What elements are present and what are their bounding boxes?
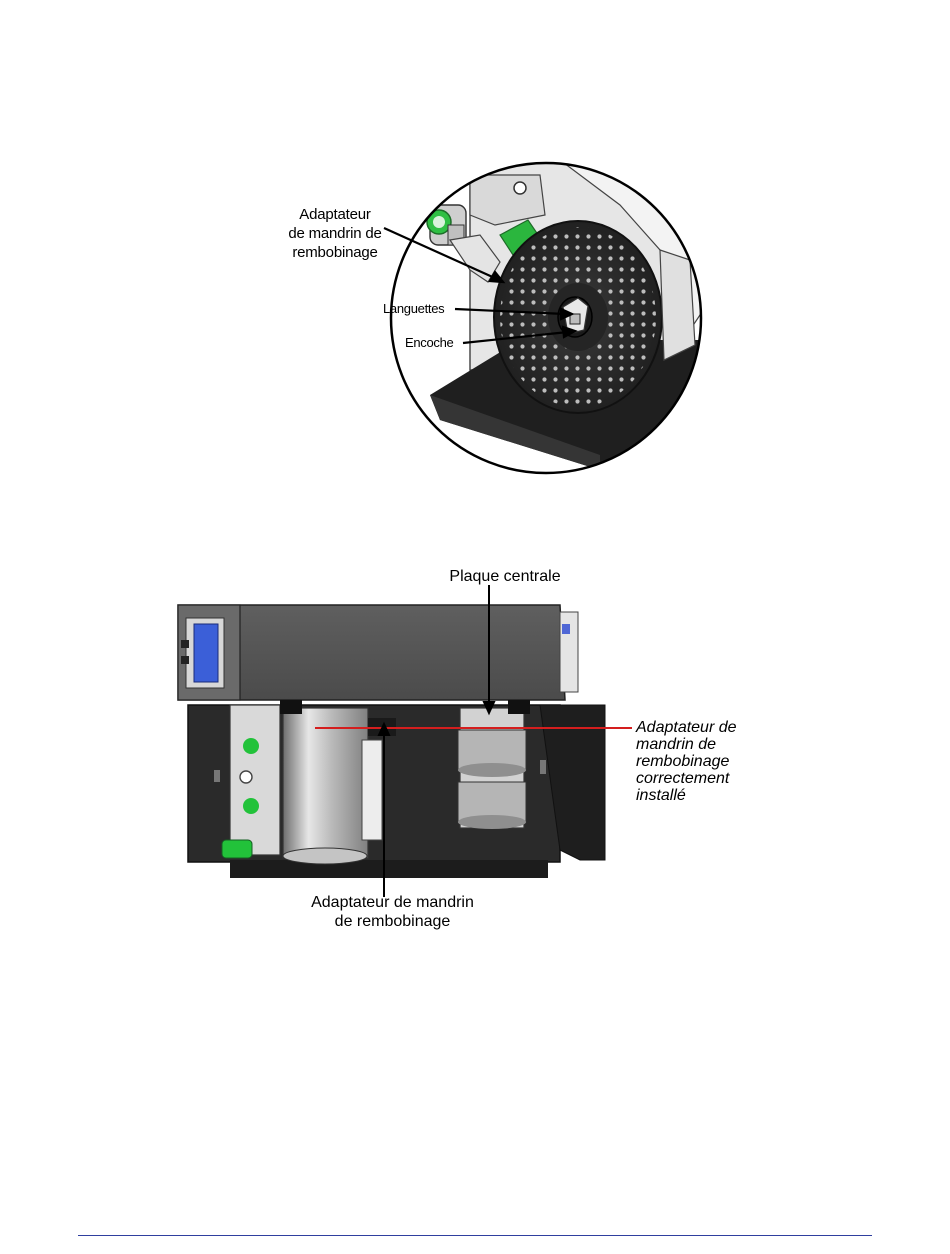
footer-rule bbox=[78, 1235, 872, 1236]
label-rewind-adapter-bottom: Adaptateur de mandrin de rembobinage bbox=[290, 893, 495, 931]
label-correctly-installed: Adaptateur de mandrin de rembobinage cor… bbox=[636, 719, 776, 804]
label-rewind-core-adapter: Adaptateur de mandrin de rembobinage bbox=[270, 205, 400, 262]
label-tabs: Languettes bbox=[383, 301, 463, 317]
label-center-plate: Plaque centrale bbox=[430, 567, 580, 586]
label-notch: Encoche bbox=[405, 335, 475, 351]
